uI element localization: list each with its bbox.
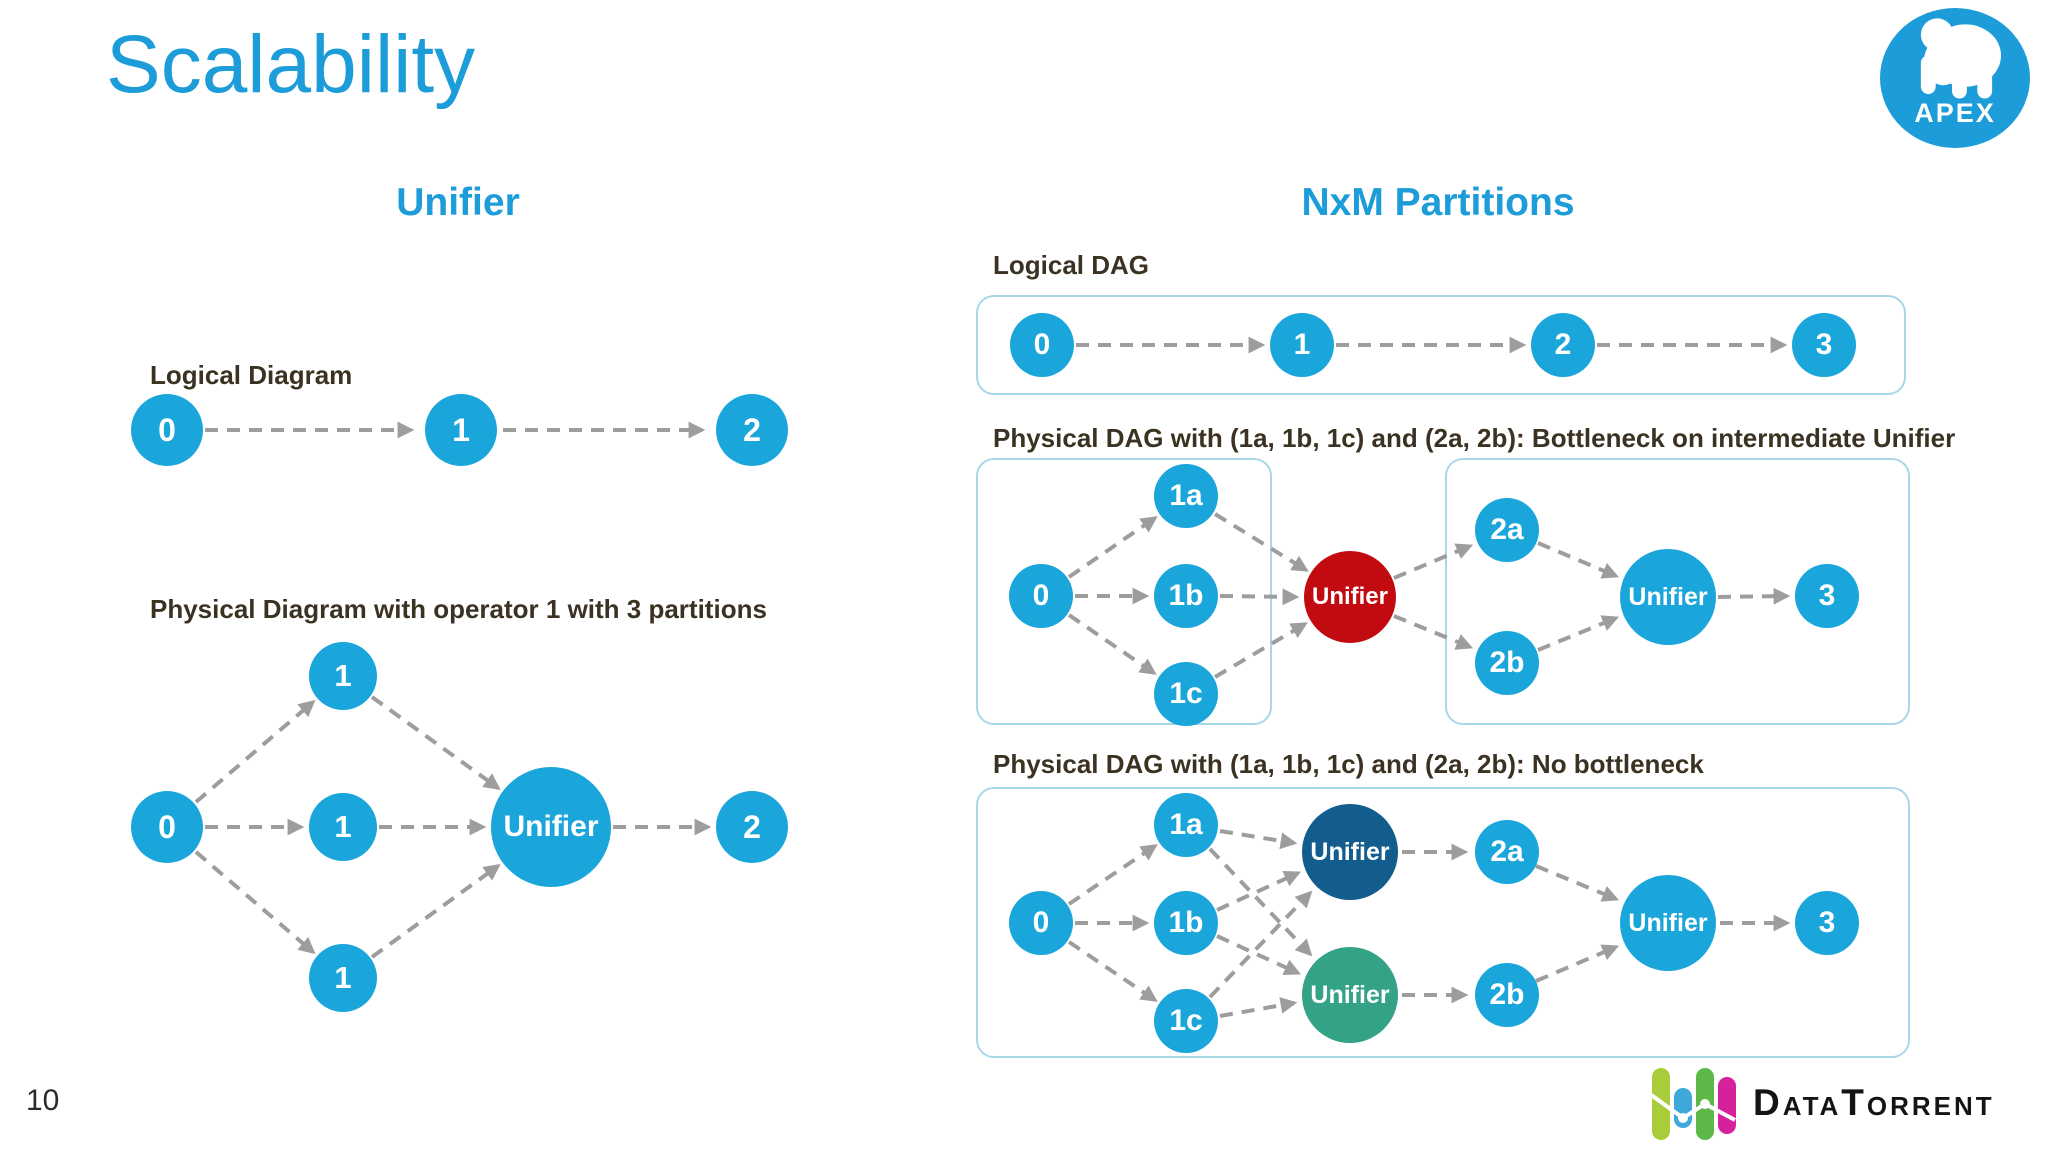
partition-node: 2b <box>1475 963 1539 1027</box>
partition-node: 1a <box>1154 793 1218 857</box>
operator-node: 1 <box>1270 313 1334 377</box>
partition-node: 2a <box>1475 498 1539 562</box>
partition-node: 1c <box>1154 989 1218 1053</box>
unifier-node: Unifier <box>1302 804 1398 900</box>
partition-node: 1 <box>309 793 377 861</box>
left-physical-label: Physical Diagram with operator 1 with 3 … <box>150 594 767 624</box>
left-logical-label: Logical Diagram <box>150 360 353 390</box>
left-physical-edges <box>194 695 712 959</box>
operator-node: 3 <box>1795 564 1859 628</box>
partition-node: 1c <box>1154 662 1218 726</box>
operator-node: 1 <box>425 394 497 466</box>
bottleneck-dag-edges <box>1067 512 1791 679</box>
partition-node: 2a <box>1475 820 1539 884</box>
datatorrent-logo-caption: DataTorrent <box>1753 1082 1995 1123</box>
partition-node: 1 <box>309 944 377 1012</box>
bottleneck-dag-label: Physical DAG with (1a, 1b, 1c) and (2a, … <box>993 423 1956 453</box>
gorilla-icon <box>1920 18 2002 99</box>
partition-node: 1b <box>1154 564 1218 628</box>
operator-node: 0 <box>1009 891 1073 955</box>
unifier-node: Unifier <box>1620 549 1716 645</box>
operator-node: 2 <box>716 791 788 863</box>
partition-node: 1 <box>309 642 377 710</box>
partition-node: 1b <box>1154 891 1218 955</box>
operator-node: 0 <box>1010 313 1074 377</box>
apex-logo-caption: APEX <box>1914 98 1996 128</box>
partition-node: 2b <box>1475 631 1539 695</box>
left-column-heading: Unifier <box>396 181 520 224</box>
unifier-node: Unifier <box>1302 947 1398 1043</box>
unifier-node: Unifier <box>1620 875 1716 971</box>
operator-node: 2 <box>716 394 788 466</box>
operator-node: 0 <box>131 394 203 466</box>
no-bottleneck-dag-edges <box>1067 829 1791 1018</box>
bottleneck-unifier-node: Unifier <box>1304 551 1396 643</box>
page-number: 10 <box>26 1084 60 1117</box>
operator-node: 3 <box>1792 313 1856 377</box>
operator-node: 0 <box>1009 564 1073 628</box>
operator-node: 3 <box>1795 891 1859 955</box>
slide-title: Scalability <box>106 19 476 110</box>
right-column-heading: NxM Partitions <box>1301 181 1575 224</box>
logical-dag-label: Logical DAG <box>993 250 1150 280</box>
datatorrent-bars-icon <box>1645 1068 1736 1140</box>
operator-node: 2 <box>1531 313 1595 377</box>
datatorrent-logo: DataTorrent <box>1645 1058 2045 1152</box>
no-bottleneck-dag-label: Physical DAG with (1a, 1b, 1c) and (2a, … <box>993 749 1704 779</box>
operator-node: 0 <box>131 791 203 863</box>
apex-logo: APEX <box>1880 8 2030 148</box>
unifier-node: Unifier <box>491 767 611 887</box>
partition-node: 1a <box>1154 464 1218 528</box>
